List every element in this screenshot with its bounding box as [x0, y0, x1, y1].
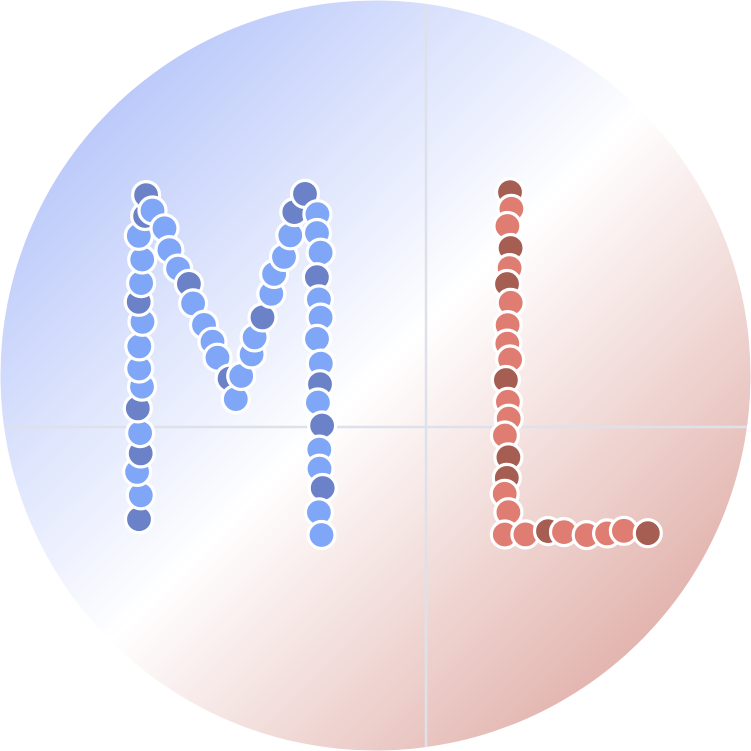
m-dot — [125, 418, 156, 449]
m-dot — [124, 331, 155, 362]
m-dot — [307, 472, 338, 504]
letter-l-dots — [489, 177, 663, 551]
m-dot — [306, 519, 337, 551]
l-dot — [632, 518, 663, 549]
m-dot — [305, 237, 336, 268]
m-dot — [301, 323, 333, 354]
letter-m-dots — [122, 178, 338, 551]
